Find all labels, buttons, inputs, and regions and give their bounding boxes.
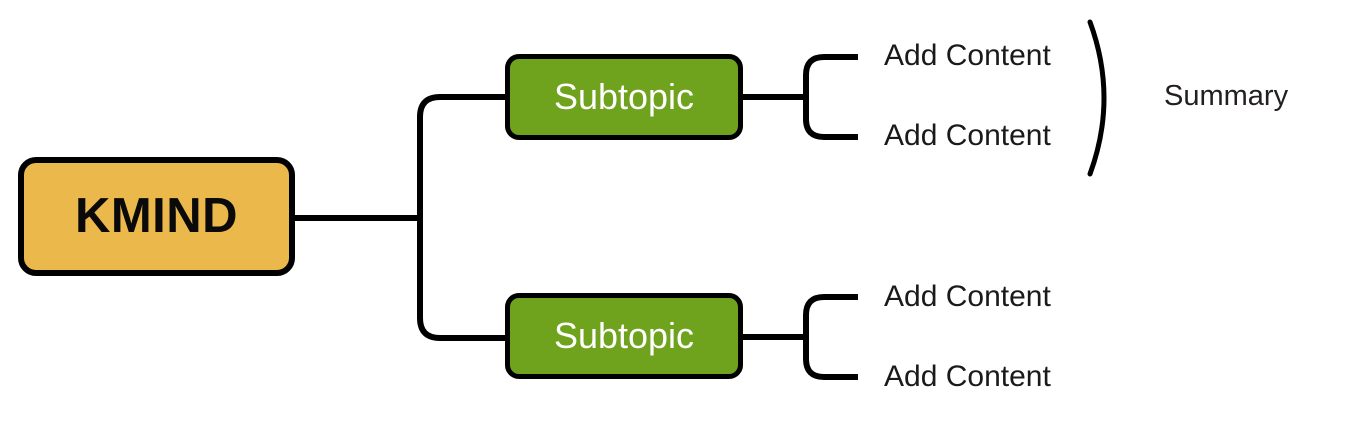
subtopic-node-2-label: Subtopic <box>553 315 695 356</box>
summary-arc-bracket <box>1087 19 1107 177</box>
branch-1-bracket <box>803 54 858 140</box>
leaf-add-content-1[interactable]: Add Content <box>884 39 1051 72</box>
root-node-label: KMIND <box>74 189 239 243</box>
summary-label: Summary <box>1164 80 1289 112</box>
branch-2-bracket <box>803 294 858 380</box>
leaf-add-content-3[interactable]: Add Content <box>884 280 1051 313</box>
leaf-add-content-2[interactable]: Add Content <box>884 119 1051 152</box>
root-node-kmind[interactable]: KMIND <box>18 157 295 276</box>
trunk-bracket <box>417 94 505 341</box>
leaf-add-content-4[interactable]: Add Content <box>884 360 1051 393</box>
subtopic-node-2[interactable]: Subtopic <box>505 293 743 379</box>
subtopic-node-1-label: Subtopic <box>553 76 695 117</box>
subtopic-node-1[interactable]: Subtopic <box>505 54 743 140</box>
